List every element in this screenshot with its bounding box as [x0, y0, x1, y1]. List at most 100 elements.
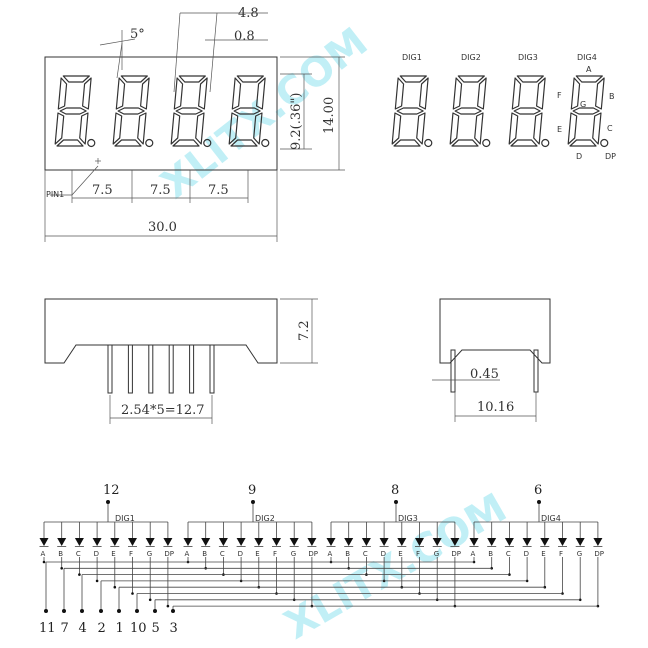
segment-label: F — [559, 550, 563, 558]
bottom-pin-label: 3 — [170, 621, 178, 636]
segment-label: DP — [451, 550, 461, 558]
bottom-pin-label: 5 — [152, 621, 160, 636]
segment-e — [54, 112, 65, 145]
dig3-label: DIG3 — [518, 53, 538, 62]
segment-dp — [541, 138, 550, 148]
pin-terminal — [62, 609, 66, 613]
diode — [504, 538, 514, 546]
segment-label: E — [541, 550, 545, 558]
segment-f — [394, 77, 405, 110]
segment-dp — [424, 138, 433, 148]
segment-f — [452, 77, 463, 110]
pin-terminal — [153, 609, 157, 613]
segment-d — [230, 139, 258, 147]
diode — [163, 538, 173, 546]
digit-3 — [170, 75, 212, 148]
junction — [95, 579, 99, 583]
segment-g — [117, 107, 145, 115]
segment-g — [233, 107, 261, 115]
seg-label-dp: DP — [605, 152, 616, 161]
dim-side-height: 7.2 — [297, 320, 312, 341]
segment-c — [474, 112, 484, 145]
front-view: 4.8 0.8 5° 9.2(.36") 14.00 PIN1 7.5 7.5 — [44, 6, 345, 242]
segment-label: G — [147, 550, 152, 558]
segment-c — [253, 112, 263, 145]
dim-pitch-2: 7.5 — [150, 183, 171, 198]
common-terminal — [106, 500, 110, 504]
segment-label: E — [398, 550, 402, 558]
segment-label: E — [255, 550, 259, 558]
segment-d — [172, 139, 200, 147]
common-terminal — [251, 500, 255, 504]
diode — [593, 538, 603, 546]
diode — [558, 538, 567, 546]
seg-label-b: B — [609, 92, 615, 101]
junction — [131, 592, 134, 595]
segment-label: G — [291, 550, 296, 558]
segment-label: A — [328, 550, 333, 558]
segment-f — [57, 77, 68, 110]
common-pin-dig4: 6 — [534, 483, 542, 498]
diode — [39, 538, 49, 546]
pin-terminal — [171, 609, 175, 613]
digit-2 — [112, 75, 154, 148]
segment-label: C — [76, 550, 81, 558]
digit-2 — [449, 75, 491, 148]
side-pin — [189, 344, 195, 394]
segment-d — [56, 139, 84, 147]
digit-4 — [228, 75, 270, 148]
segment-dp — [600, 138, 609, 148]
segment-e — [228, 112, 239, 145]
segment-label: F — [273, 550, 277, 558]
segment-label: A — [185, 550, 190, 558]
segment-c — [533, 112, 543, 145]
segment-e — [449, 112, 460, 145]
diode — [254, 538, 264, 546]
side-pin — [148, 344, 154, 394]
diode — [218, 538, 228, 546]
diode — [110, 538, 120, 546]
side-pins — [107, 344, 215, 394]
segment-a — [178, 75, 206, 83]
diode — [307, 538, 317, 546]
dim-pin-pitch: 2.54*5=12.7 — [121, 403, 205, 418]
segment-a — [516, 75, 544, 83]
display-body-outline — [44, 56, 278, 171]
segment-label: E — [111, 550, 115, 558]
seg-label-g: G — [580, 100, 586, 109]
bottom-pin-label: 2 — [98, 621, 106, 636]
pin-terminal — [80, 609, 84, 613]
seg-label-d: D — [576, 152, 582, 161]
segment-e — [112, 112, 123, 145]
segment-label: F — [416, 550, 420, 558]
pin-terminal — [135, 609, 139, 613]
junction — [78, 573, 81, 576]
diode — [379, 538, 389, 546]
diode — [469, 538, 479, 546]
common-pin-dig3: 8 — [391, 483, 399, 498]
junction — [42, 560, 46, 564]
bottom-pin-label: 1 — [116, 621, 124, 636]
segment-a — [399, 75, 427, 83]
segment-label: C — [506, 550, 511, 558]
segment-label: F — [129, 550, 133, 558]
digit-1 — [391, 75, 433, 148]
segment-f — [511, 77, 522, 110]
segment-dp — [482, 138, 491, 148]
diode — [540, 538, 550, 546]
segment-label: D — [381, 550, 386, 558]
junction — [60, 567, 63, 570]
segment-g — [59, 107, 87, 115]
junction — [113, 585, 117, 589]
diode — [92, 538, 102, 546]
segment-d — [451, 139, 479, 147]
front-digits — [54, 75, 270, 148]
segment-b — [256, 77, 266, 110]
segment-g — [572, 107, 600, 115]
segment-b — [536, 77, 546, 110]
segment-dp — [87, 138, 96, 148]
segment-label: D — [524, 550, 529, 558]
dim-segment-width: 4.8 — [238, 6, 259, 21]
common-pin-dig1: 12 — [103, 483, 120, 498]
